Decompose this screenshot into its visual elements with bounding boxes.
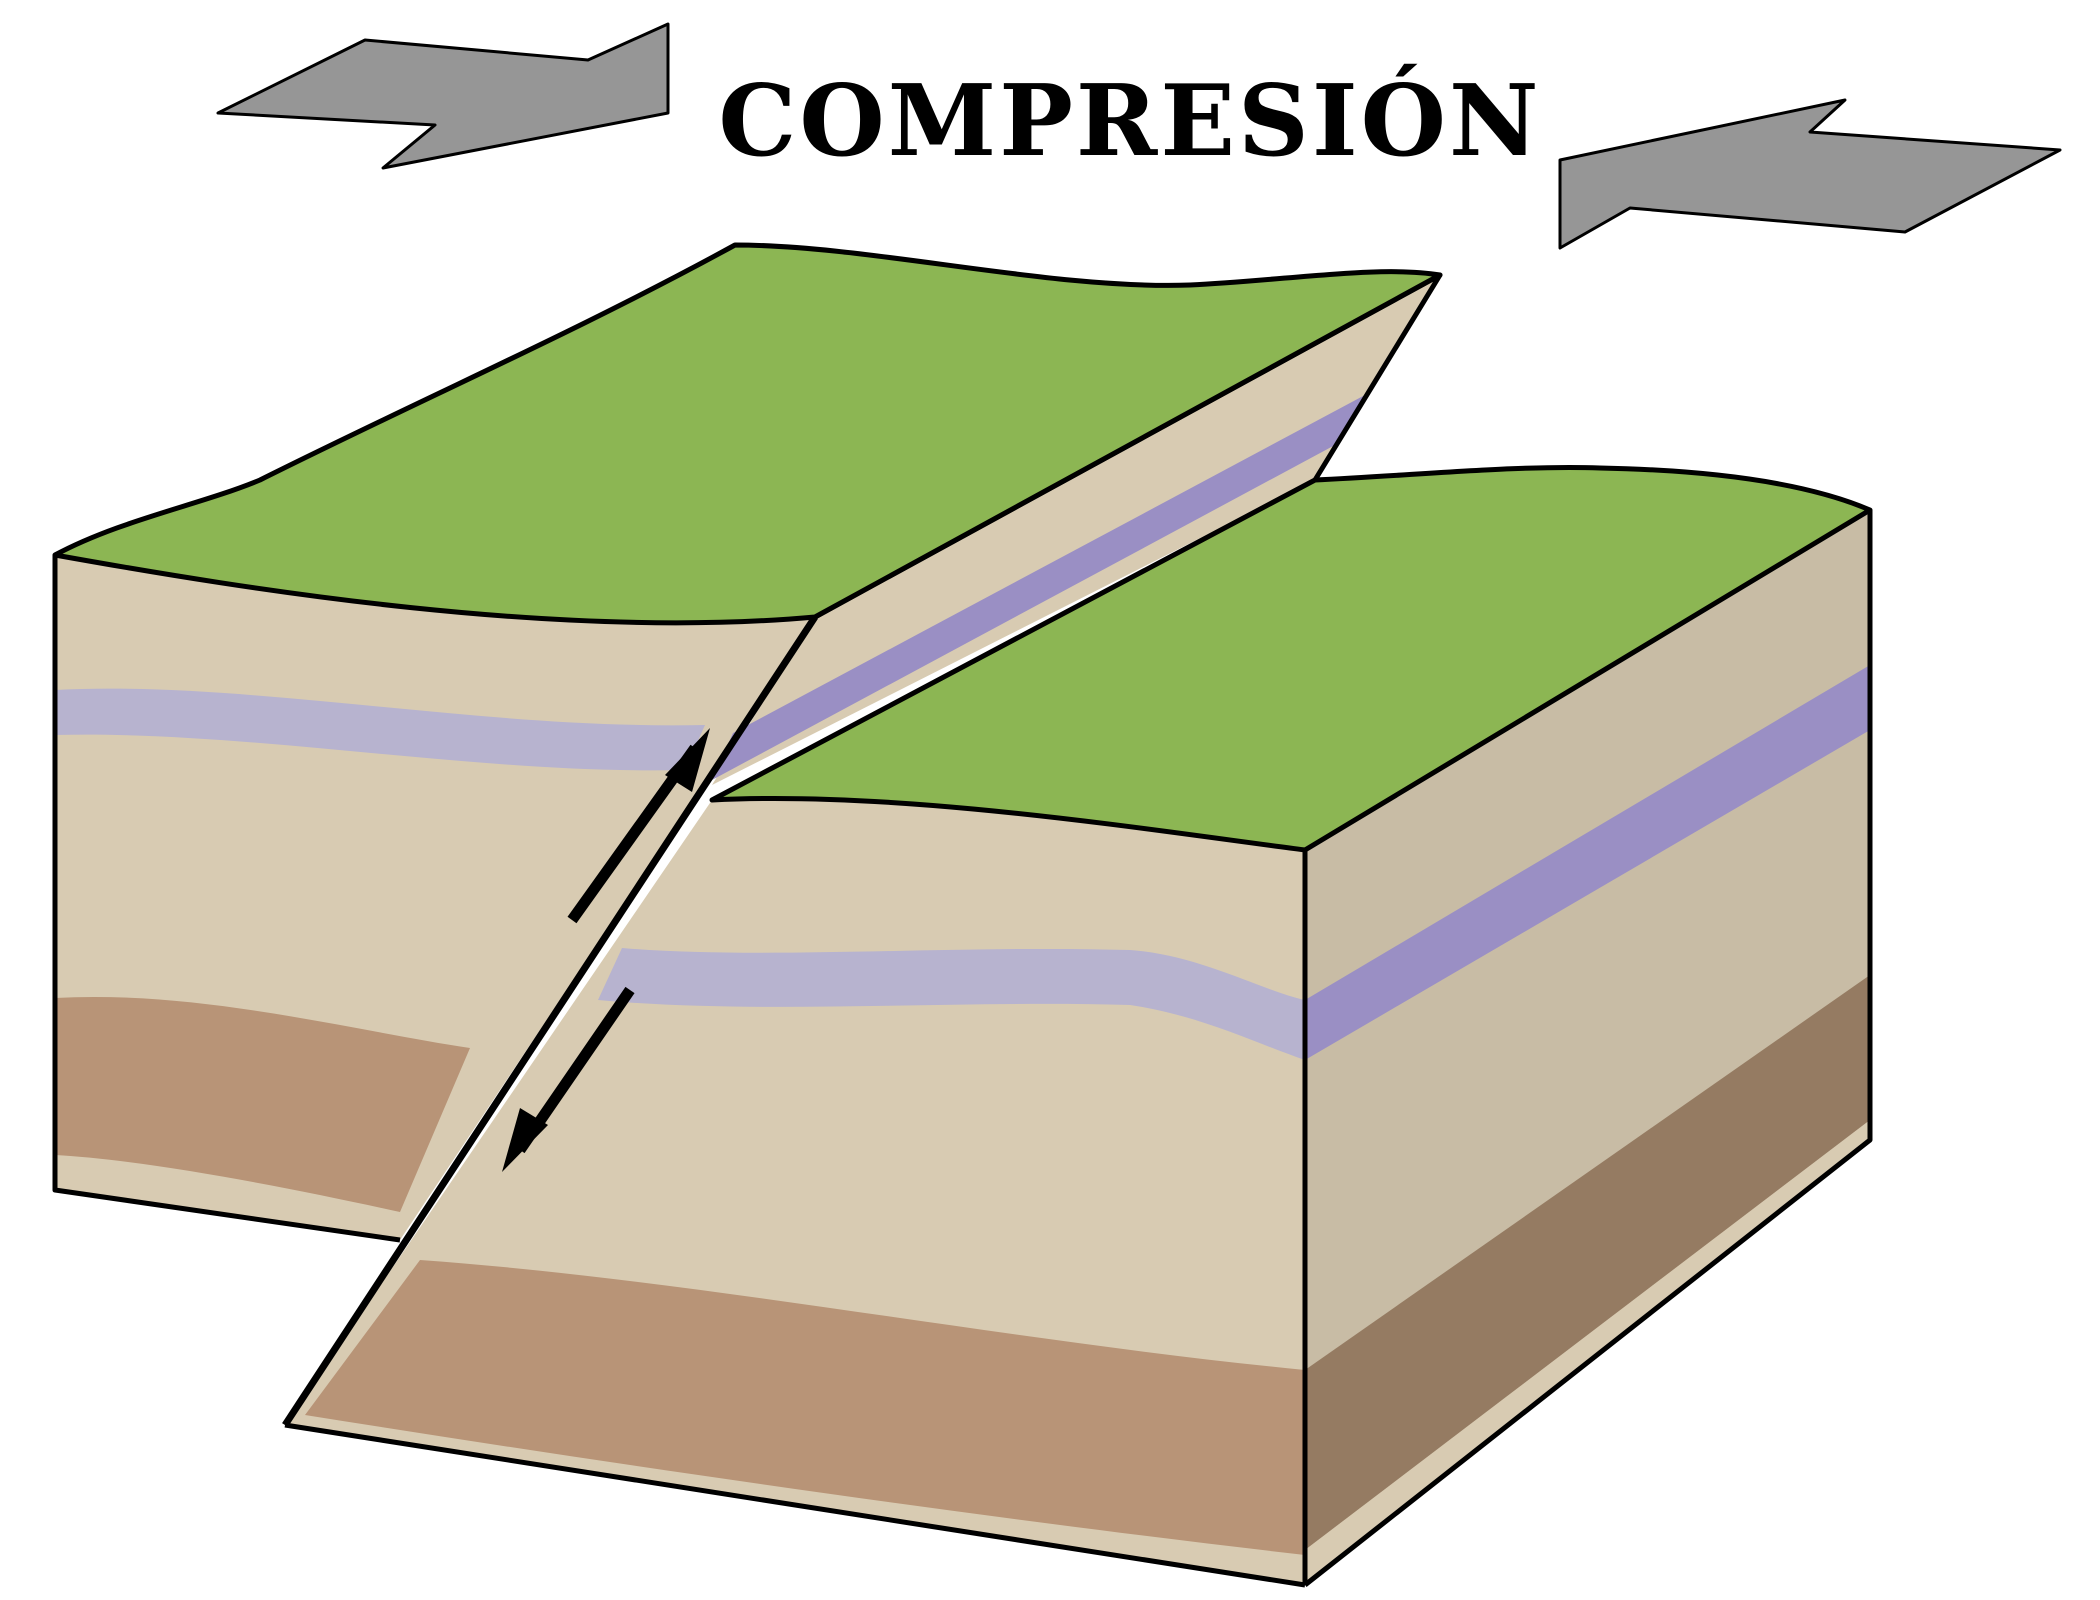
footwall-side-bottom-strip (1305, 1120, 1870, 1585)
footwall-side-lavender (1305, 665, 1870, 1060)
footwall-top-surface (709, 464, 1873, 853)
slip-down-arrow-icon (502, 986, 635, 1172)
footwall-front-brown (305, 1260, 1305, 1555)
fault-line (282, 615, 818, 1427)
footwall-outline (284, 510, 1873, 1588)
footwall-side-brown (1305, 975, 1870, 1550)
hanging-wall-block (52, 242, 1443, 1243)
hanging-wall-top-surface (52, 242, 1443, 626)
fault-scarp-lavender (712, 395, 1365, 780)
hanging-wall-brown-layer (55, 996, 470, 1212)
hanging-wall-lavender-layer (55, 688, 705, 771)
footwall-front-lavender (598, 948, 1305, 1060)
footwall-block (284, 464, 1873, 1588)
diagram-title: COMPRESIÓN (718, 64, 1541, 179)
slip-up-arrow-icon (567, 728, 710, 924)
compression-arrow-left (216, 22, 670, 170)
hanging-wall-front-outline (52, 555, 401, 1243)
compression-arrow-right (1558, 98, 2062, 250)
